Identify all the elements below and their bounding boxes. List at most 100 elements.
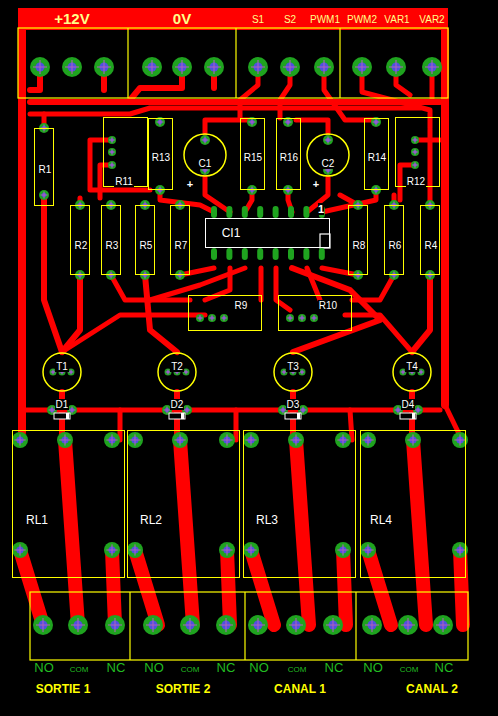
solder-pad	[127, 432, 143, 448]
pad-cross	[109, 162, 115, 168]
drill-hole	[166, 370, 169, 373]
pad-cross	[77, 272, 84, 279]
pad-cross	[157, 119, 164, 126]
round-component: T1	[42, 352, 82, 392]
solder-pad	[108, 136, 116, 144]
ic-pin	[211, 248, 217, 260]
drill-hole	[419, 370, 422, 373]
component-outline: RL3	[243, 430, 356, 578]
pad-cross	[221, 434, 232, 445]
pad-cross	[365, 618, 379, 632]
solder-pad	[362, 615, 382, 635]
copper-trace	[292, 268, 380, 352]
pad-cross	[391, 272, 398, 279]
drill-hole	[51, 370, 54, 373]
pad-cross	[175, 60, 189, 74]
solder-pad	[94, 57, 114, 77]
solder-pad	[314, 57, 334, 77]
pad-cross	[221, 315, 227, 321]
pad-cross	[289, 618, 303, 632]
pad-cross	[184, 407, 191, 414]
terminal-divider	[339, 28, 340, 98]
pad-cross	[249, 187, 256, 194]
component-outline: R4	[420, 205, 440, 275]
component-outline: D4	[396, 398, 420, 422]
drill-hole	[69, 370, 72, 373]
pad-cross	[337, 434, 348, 445]
terminal-name: S2	[284, 14, 296, 25]
solder-pad	[248, 615, 268, 635]
terminal-name: 0V	[173, 11, 191, 28]
solder-pad	[108, 161, 116, 169]
pad-cross	[209, 315, 215, 321]
component-outline: RL2	[127, 430, 240, 578]
solder-pad	[411, 136, 419, 144]
solder-pad	[386, 57, 406, 77]
terminal-divider	[355, 592, 356, 660]
pad-cross	[106, 434, 117, 445]
copper-trace	[20, 550, 43, 625]
component-circle	[183, 133, 227, 177]
copper-trace	[205, 177, 230, 212]
component-label: R16	[279, 152, 299, 163]
pad-cross	[325, 137, 332, 144]
pad-cross	[407, 434, 418, 445]
terminal-name: PWM2	[347, 14, 377, 25]
ic-pin	[257, 248, 263, 260]
solder-pad	[323, 615, 343, 635]
component-label: D4	[401, 399, 416, 410]
component-circle	[158, 353, 196, 391]
diode-body	[169, 413, 185, 419]
pad-cross	[412, 162, 418, 168]
pad-cross	[69, 370, 74, 375]
component-label: RL1	[25, 514, 49, 527]
ic-pin	[257, 206, 263, 218]
contact-name: COM	[400, 666, 419, 675]
pad-cross	[207, 60, 221, 74]
drill-hole	[413, 150, 417, 154]
pad-cross	[249, 119, 256, 126]
ic-pin	[226, 206, 232, 218]
copper-trace	[112, 550, 115, 625]
pad-cross	[65, 60, 79, 74]
copper-traces	[20, 30, 463, 625]
contact-name: NO	[144, 661, 164, 675]
pad-cross	[251, 618, 265, 632]
pad-cross	[454, 544, 465, 555]
solder-pad	[411, 148, 419, 156]
ic-notch	[320, 234, 330, 248]
solder-pad	[140, 270, 150, 280]
ic-pin	[242, 206, 248, 218]
contact-name: NC	[107, 661, 126, 675]
component-circle	[307, 134, 349, 176]
pad-cross	[425, 60, 439, 74]
component-label: R5	[139, 240, 154, 251]
solder-pad	[335, 432, 351, 448]
pad-cross	[436, 618, 450, 632]
output-name: SORTIE 2	[156, 683, 211, 696]
solder-pad	[353, 270, 363, 280]
component-outline: R6	[384, 205, 404, 275]
solder-pad	[175, 270, 185, 280]
component-label: CI1	[221, 227, 242, 240]
pad-cross	[221, 544, 232, 555]
round-component: T2	[157, 352, 197, 392]
solder-pad	[106, 270, 116, 280]
pad-cross	[109, 149, 115, 155]
component-label: R15	[243, 152, 263, 163]
component-circle	[157, 352, 197, 392]
pad-cross	[412, 137, 418, 143]
component-label: R8	[352, 240, 367, 251]
solder-pad	[68, 615, 88, 635]
component-label: R12	[406, 176, 426, 187]
pad-cross	[108, 272, 115, 279]
solder-pad	[196, 314, 204, 322]
component-label: R1	[38, 164, 53, 175]
copper-trace	[296, 440, 309, 625]
copper-trace	[30, 108, 420, 114]
solder-pad	[208, 314, 216, 322]
component-label: T1	[55, 361, 69, 372]
solder-pad	[180, 615, 200, 635]
solder-pad	[323, 135, 333, 145]
solder-pad	[39, 190, 49, 200]
